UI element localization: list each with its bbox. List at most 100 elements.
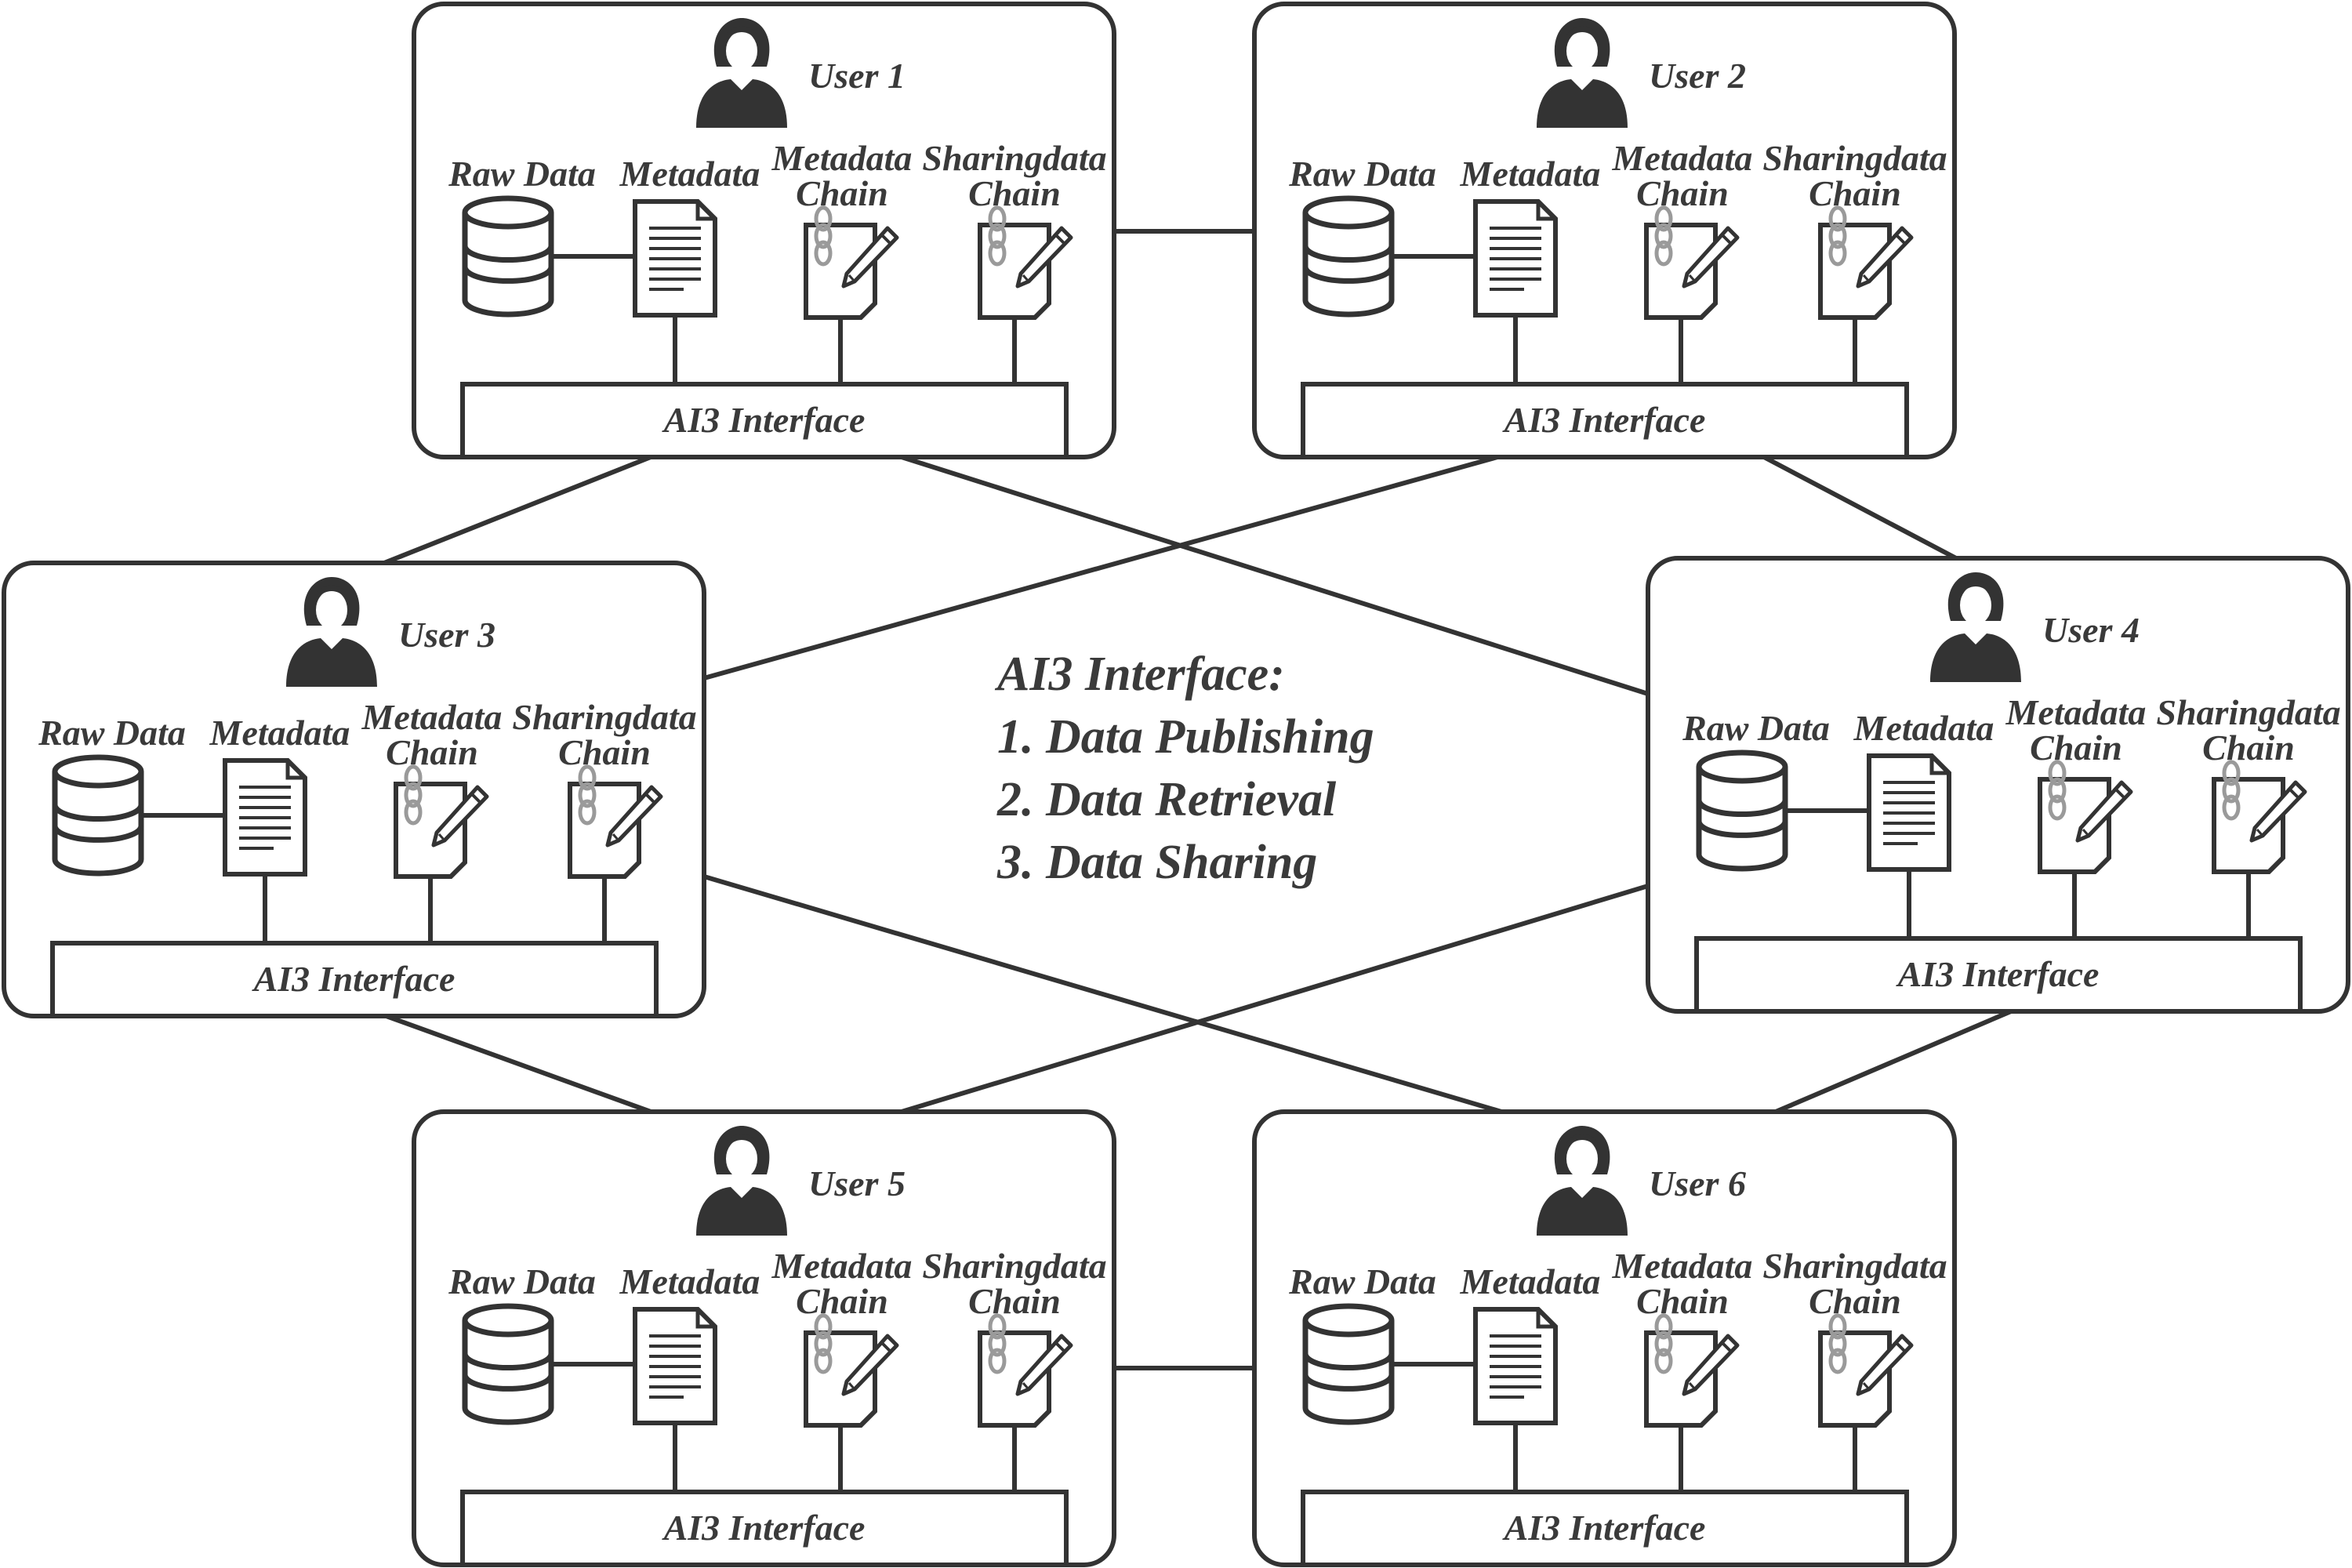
- center-item-1: 1. Data Publishing: [997, 710, 1374, 764]
- user-name: User 3: [398, 615, 495, 655]
- database-icon: [1302, 1303, 1395, 1425]
- sharingdata-chain-label-2: Chain: [2202, 728, 2295, 768]
- raw-data-label: Raw Data: [448, 1261, 596, 1301]
- document-icon: [1473, 199, 1558, 318]
- ai3-interface-label: AI3 Interface: [662, 400, 866, 440]
- connection-line: [703, 874, 1502, 1114]
- sharingdata-chain-label-2: Chain: [1809, 173, 1901, 213]
- metadata-label: Metadata: [1460, 154, 1601, 194]
- metadata-chain-label: Metadata: [771, 1246, 913, 1286]
- ai3-interface-bar: [1301, 1490, 1909, 1567]
- document-icon: [1867, 753, 1951, 872]
- chain-document-icon: [1644, 205, 1740, 320]
- sharingdata-chain-label-2: Chain: [558, 732, 651, 772]
- chain-link-icon: [1654, 1313, 1673, 1374]
- metadata-chain-label-2: Chain: [796, 1281, 888, 1321]
- chain-link-icon: [2048, 760, 2067, 821]
- metadata-chain-label: Metadata: [2005, 692, 2147, 732]
- user-name: User 1: [808, 56, 906, 96]
- user-name: User 4: [2042, 610, 2140, 650]
- metadata-label: Metadata: [1460, 1261, 1601, 1301]
- metadata-chain-label-2: Chain: [386, 732, 478, 772]
- chain-document-icon: [1818, 205, 1914, 320]
- pencil-icon: [841, 1334, 899, 1396]
- connection-line: [901, 455, 1649, 696]
- network-connections: [383, 229, 2013, 1370]
- database-icon: [52, 754, 144, 877]
- metadata-chain-label: Metadata: [1612, 138, 1753, 178]
- chain-link-icon: [404, 764, 423, 826]
- database-icon: [1302, 195, 1395, 318]
- raw-data-label: Raw Data: [1288, 154, 1436, 194]
- sharingdata-chain-label: Sharingdata: [922, 1246, 1106, 1286]
- document-icon: [1473, 1307, 1558, 1425]
- metadata-label: Metadata: [619, 1261, 760, 1301]
- center-legend: AI3 Interface: 1. Data Publishing 2. Dat…: [994, 648, 1374, 889]
- center-item-2: 2. Data Retrieval: [996, 773, 1337, 826]
- sharingdata-chain-label: Sharingdata: [922, 138, 1106, 178]
- database-icon: [462, 195, 554, 318]
- pencil-icon: [1015, 1334, 1073, 1396]
- raw-data-label: Raw Data: [1288, 1261, 1436, 1301]
- pencil-icon: [605, 785, 663, 848]
- ai3-interface-label: AI3 Interface: [1502, 1508, 1706, 1548]
- chain-document-icon: [804, 1313, 899, 1428]
- document-icon: [223, 758, 307, 877]
- chain-link-icon: [2222, 760, 2241, 821]
- metadata-label: Metadata: [209, 713, 350, 753]
- sharingdata-chain-label: Sharingdata: [512, 697, 696, 737]
- ai3-interface-bar: [1301, 382, 1909, 459]
- user-avatar-icon: [1537, 18, 1628, 128]
- ai3-interface-bar: [460, 382, 1069, 459]
- pencil-icon: [1015, 226, 1073, 289]
- metadata-chain-label-2: Chain: [796, 173, 888, 213]
- sharingdata-chain-label: Sharingdata: [1762, 1246, 1947, 1286]
- raw-data-label: Raw Data: [1682, 708, 1830, 748]
- connection-line: [383, 455, 652, 565]
- sharingdata-chain-label-2: Chain: [968, 1281, 1061, 1321]
- user-name: User 2: [1649, 56, 1746, 96]
- pencil-icon: [841, 226, 899, 289]
- chain-document-icon: [2038, 760, 2133, 874]
- pencil-icon: [2075, 780, 2133, 843]
- user-avatar-icon: [286, 577, 377, 687]
- chain-document-icon: [804, 205, 899, 320]
- chain-link-icon: [1828, 205, 1847, 267]
- user-avatar-icon: [696, 18, 787, 128]
- chain-link-icon: [988, 205, 1007, 267]
- chain-link-icon: [1828, 1313, 1847, 1374]
- sharingdata-chain-label: Sharingdata: [1762, 138, 1947, 178]
- document-icon: [633, 1307, 717, 1425]
- sharingdata-chain-label-2: Chain: [968, 173, 1061, 213]
- ai3-interface-bar: [50, 941, 659, 1018]
- metadata-chain-label: Metadata: [1612, 1246, 1753, 1286]
- raw-data-label: Raw Data: [38, 713, 186, 753]
- chain-link-icon: [988, 1313, 1007, 1374]
- pencil-icon: [431, 785, 489, 848]
- ai3-interface-label: AI3 Interface: [662, 1508, 866, 1548]
- connection-line: [383, 1013, 652, 1114]
- chain-document-icon: [1644, 1313, 1740, 1428]
- chain-document-icon: [978, 205, 1073, 320]
- connection-line: [901, 884, 1649, 1114]
- ai3-interface-label: AI3 Interface: [252, 959, 456, 999]
- pencil-icon: [1682, 1334, 1740, 1396]
- center-title: AI3 Interface:: [994, 648, 1285, 701]
- sharingdata-chain-label: Sharingdata: [2156, 692, 2340, 732]
- pencil-icon: [1856, 1334, 1914, 1396]
- user-name: User 6: [1649, 1163, 1746, 1203]
- chain-link-icon: [814, 205, 833, 267]
- database-icon: [462, 1303, 554, 1425]
- ai3-interface-label: AI3 Interface: [1502, 400, 1706, 440]
- document-icon: [633, 199, 717, 318]
- chain-link-icon: [1654, 205, 1673, 267]
- ai3-interface-bar: [460, 1490, 1069, 1567]
